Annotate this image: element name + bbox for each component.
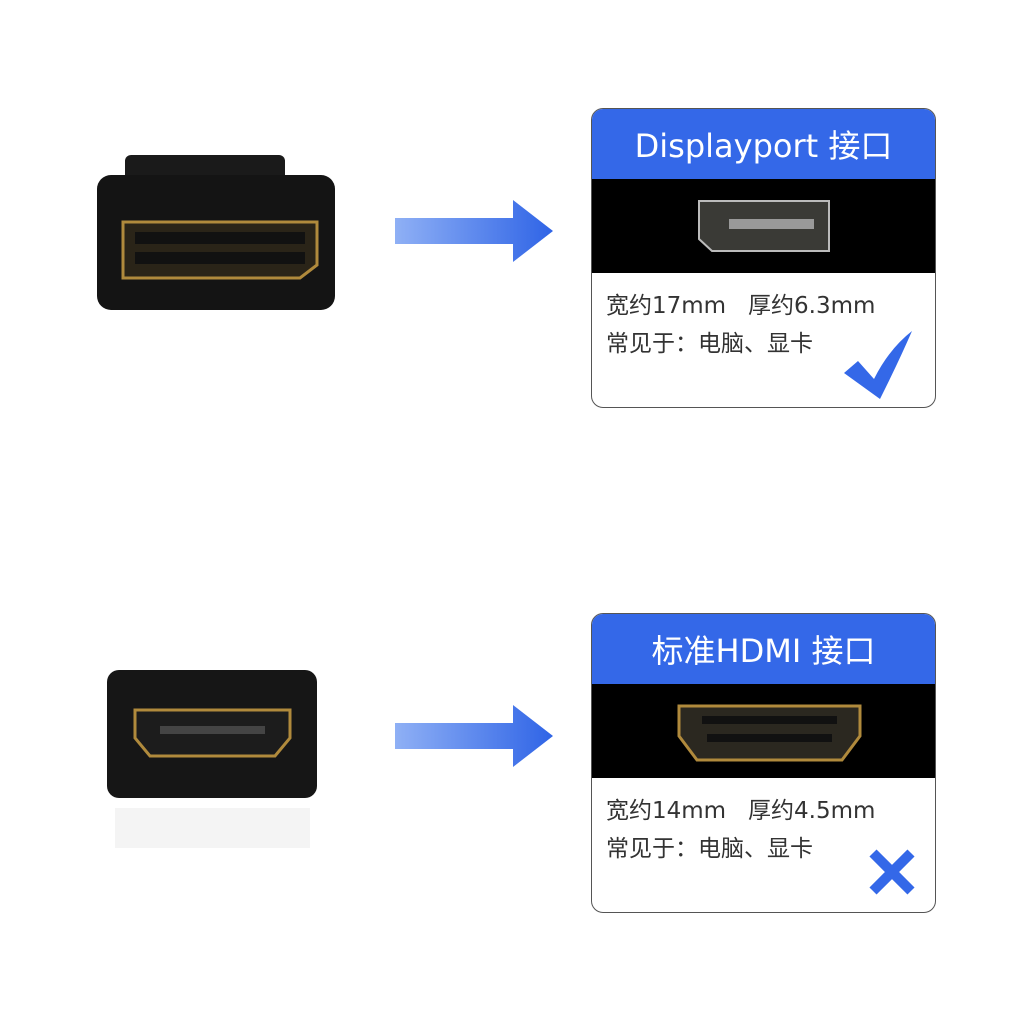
width-spec: 宽约17mm: [606, 293, 727, 319]
hdmi-card: 标准HDMI 接口 宽约14mm 厚约4.5mm 常见于：电脑、显卡: [591, 613, 936, 913]
width-spec: 宽约14mm: [606, 798, 727, 824]
hdmi-plug-image: [107, 670, 317, 848]
cross-icon: [869, 849, 915, 895]
displayport-port-image: [592, 179, 935, 273]
card-title: 标准HDMI 接口: [592, 614, 935, 684]
card-title: Displayport 接口: [592, 109, 935, 179]
usage-text: 常见于：电脑、显卡: [606, 331, 813, 357]
arrow-right-icon: [395, 705, 553, 767]
displayport-plug-image: [97, 155, 335, 310]
displayport-card: Displayport 接口 宽约17mm 厚约6.3mm 常见于：电脑、显卡: [591, 108, 936, 408]
usage-text: 常见于：电脑、显卡: [606, 836, 813, 862]
thickness-spec: 厚约4.5mm: [748, 798, 876, 824]
arrow-right-icon: [395, 200, 553, 262]
thickness-spec: 厚约6.3mm: [748, 293, 876, 319]
hdmi-port-image: [592, 684, 935, 778]
check-icon: [844, 331, 912, 399]
